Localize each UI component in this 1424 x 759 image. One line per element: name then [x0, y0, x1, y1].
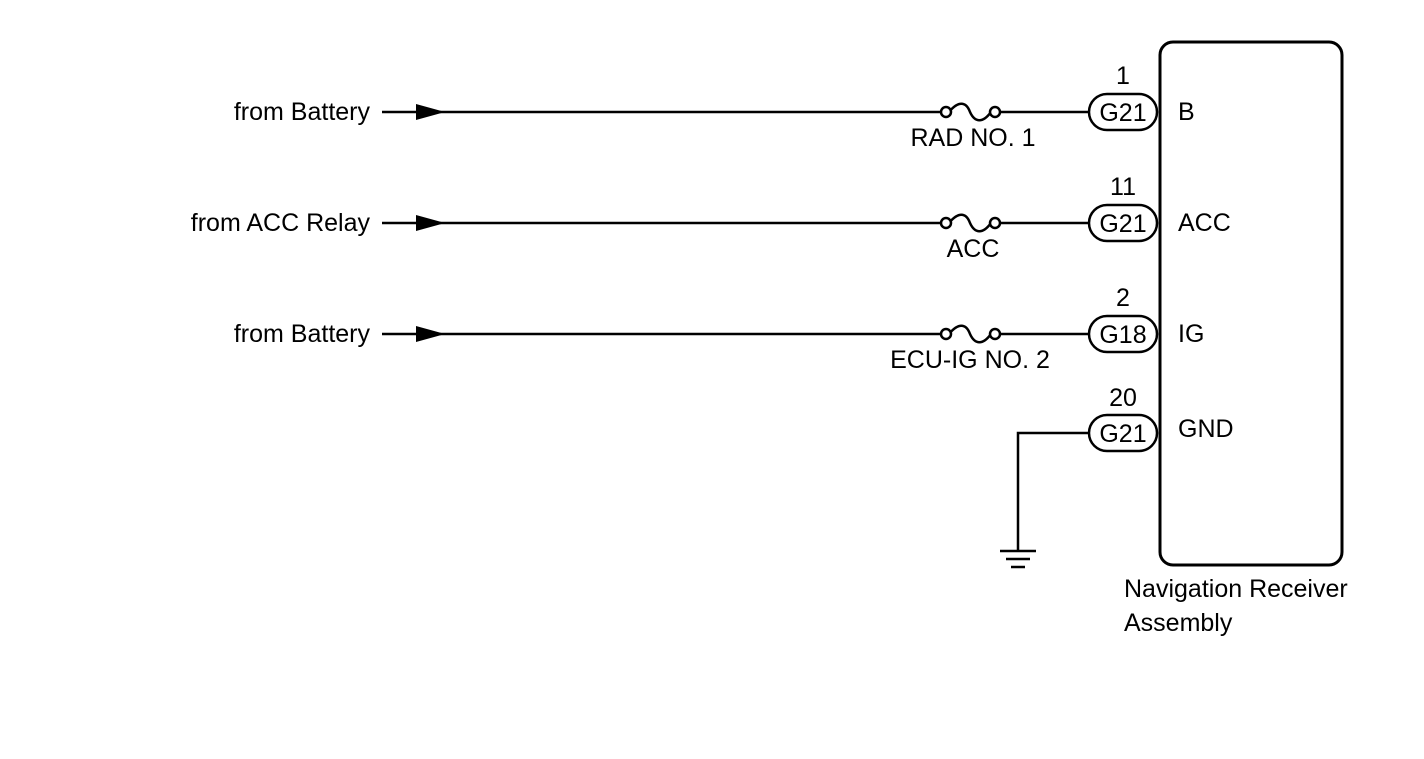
arrow-right-icon — [416, 104, 445, 120]
circuit-gnd: 20 G21 GND — [1000, 384, 1234, 569]
arrow-right-icon — [416, 326, 445, 342]
ground-icon — [1000, 549, 1036, 569]
pin-number: 2 — [1116, 284, 1130, 312]
fuse-icon — [939, 213, 1002, 233]
source-label: from ACC Relay — [191, 209, 371, 237]
fuse-label: RAD NO. 1 — [910, 124, 1035, 152]
pin-number: 20 — [1109, 384, 1137, 412]
component-name-line1: Navigation Receiver — [1124, 575, 1348, 603]
fuse-label: ECU-IG NO. 2 — [890, 346, 1050, 374]
connector-label: G21 — [1099, 210, 1146, 238]
fuse-icon — [939, 102, 1002, 122]
connector-label: G21 — [1099, 420, 1146, 448]
terminal-label: ACC — [1178, 209, 1231, 237]
connector-label: G18 — [1099, 321, 1146, 349]
connector-g21: G21 — [1087, 203, 1159, 243]
connector-g21: G21 — [1087, 92, 1159, 132]
pin-number: 11 — [1110, 173, 1136, 201]
fuse-label: ACC — [947, 235, 1000, 263]
connector-g21: G21 — [1087, 413, 1159, 453]
terminal-label: GND — [1178, 415, 1234, 443]
pin-number: 1 — [1116, 62, 1130, 90]
component-name-line2: Assembly — [1124, 609, 1233, 637]
arrow-right-icon — [416, 215, 445, 231]
circuit-b: from Battery RAD NO. 1 1 G21 B — [234, 62, 1195, 152]
navigation-receiver-box — [1158, 40, 1344, 567]
connector-g18: G18 — [1087, 314, 1159, 354]
source-label: from Battery — [234, 98, 371, 126]
terminal-label: IG — [1178, 320, 1204, 348]
circuit-acc: from ACC Relay ACC 11 G21 ACC — [191, 173, 1231, 263]
circuit-ig: from Battery ECU-IG NO. 2 2 G18 IG — [234, 284, 1205, 374]
ground-wire — [1016, 431, 1090, 550]
fuse-icon — [939, 324, 1002, 344]
connector-label: G21 — [1099, 99, 1146, 127]
terminal-label: B — [1178, 98, 1195, 126]
source-label: from Battery — [234, 320, 371, 348]
